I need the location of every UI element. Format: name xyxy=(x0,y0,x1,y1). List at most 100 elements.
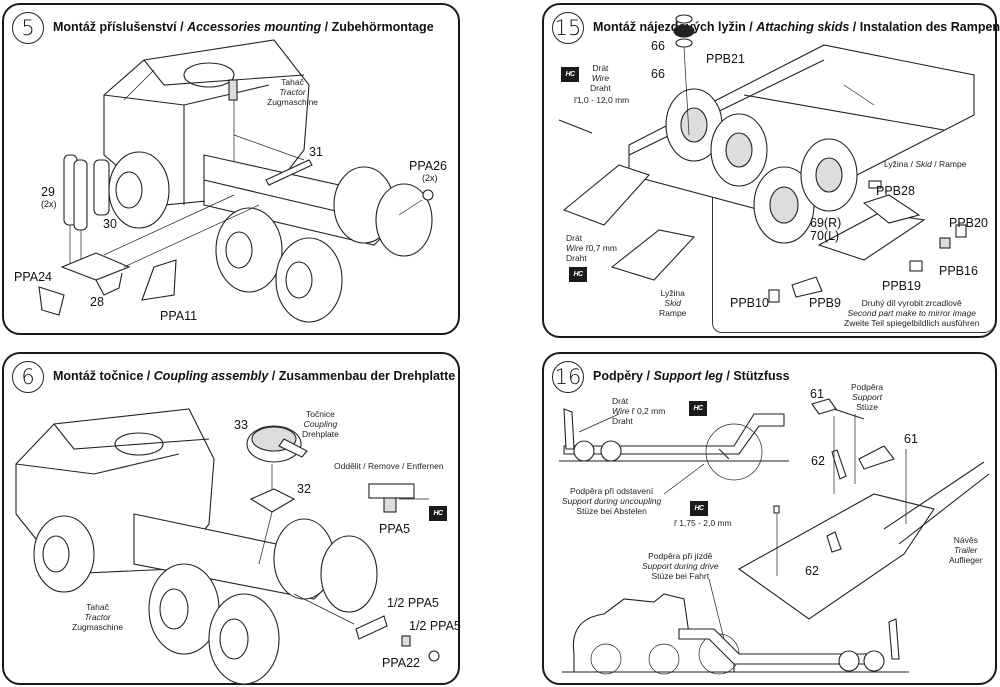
part-label: PPB16 xyxy=(939,264,978,278)
part-label: PPB28 xyxy=(876,184,915,198)
badge-text: HC xyxy=(693,405,703,412)
trailer-deck xyxy=(737,493,935,620)
sep: / xyxy=(143,369,154,383)
wheel xyxy=(208,593,280,685)
wheel xyxy=(863,650,885,672)
part-label: PPA22 xyxy=(382,656,420,670)
wire-size: ř0,7 mm xyxy=(585,243,617,253)
label-cz: Podpěra při odstavení xyxy=(570,486,654,496)
title-en: Support leg xyxy=(653,369,723,383)
label-de: Stüze xyxy=(856,402,878,412)
part-31 xyxy=(265,159,313,186)
part-61 xyxy=(811,398,837,415)
badge-text: HC xyxy=(573,271,583,278)
part-label: PPB9 xyxy=(809,296,841,310)
skid-ramp xyxy=(562,164,650,226)
note-en: Second part make to mirror image xyxy=(847,308,976,318)
part-28 xyxy=(60,252,131,281)
wheel xyxy=(108,151,170,229)
label-de: Draht xyxy=(590,83,611,93)
title-en: Accessories mounting xyxy=(187,20,322,34)
label-de: Zugmaschine xyxy=(267,97,319,107)
step-6-panel: 6 Montáž točnice / Coupling assembly / Z… xyxy=(2,352,461,685)
label-cz: Tahač xyxy=(86,602,109,612)
title-de: Zubehörmontage xyxy=(331,20,434,34)
label-cz: Podpěra při jízdě xyxy=(648,551,713,561)
sep: / xyxy=(745,20,757,34)
skid-detail-frame xyxy=(712,135,994,333)
part-half-ppa5 xyxy=(401,635,411,647)
title-cz: Montáž točnice xyxy=(53,369,144,383)
part-label: 66 xyxy=(651,39,665,53)
trailer-side xyxy=(563,413,785,455)
label-cz: Podpěra xyxy=(851,382,884,392)
part-label: PPB19 xyxy=(882,279,921,293)
label-cz: Lyžina xyxy=(660,288,685,298)
part-label: 29 xyxy=(41,185,55,199)
title-en: Attaching skids xyxy=(756,20,850,34)
step-number: 6 xyxy=(12,361,44,393)
tractor-label: Tahač Tractor Zugmaschine xyxy=(72,602,123,632)
wheel xyxy=(600,440,622,462)
step-number: 16 xyxy=(552,361,584,393)
label-cz: Točnice xyxy=(306,409,335,419)
part-label: 28 xyxy=(90,295,104,309)
label-de: Rampe xyxy=(939,159,967,169)
part-label: 61 xyxy=(904,432,918,446)
skid-header: Lyžina / Skid / Rampe xyxy=(884,159,966,169)
drive-label: Podpěra při jízdě Support during drive S… xyxy=(642,551,719,581)
mirror-note: Druhý díl vyrobit zrcadlově Second part … xyxy=(844,298,979,328)
label-cz: Tahač xyxy=(281,77,304,87)
sep: / xyxy=(931,159,939,169)
wire-size: ř1,0 - 12,0 mm xyxy=(574,95,630,105)
label-en: Tractor xyxy=(279,87,306,97)
wheel xyxy=(838,650,860,672)
label-en: Support xyxy=(852,392,882,402)
remove-label: Oddělit / Remove / Entfernen xyxy=(334,461,444,471)
label-de: Drehplate xyxy=(302,429,339,439)
sep: / xyxy=(321,20,332,34)
badge-text: HC xyxy=(565,71,575,78)
label-en: Skid xyxy=(664,298,681,308)
part-62 xyxy=(831,449,847,480)
trailer-skids-illustration xyxy=(558,14,975,303)
part-label: PPB20 xyxy=(949,216,988,230)
part-ppa22 xyxy=(428,650,440,662)
part-label: 1/2 PPA5 xyxy=(387,596,439,610)
label-de: Stüze bei Abstelen xyxy=(576,506,647,516)
part-label: 33 xyxy=(234,418,248,432)
part-label: 69(R) xyxy=(810,216,842,230)
uncoupling-label: Podpěra při odstavení Support during unc… xyxy=(562,486,661,516)
rod-size: ř 1,75 - 2,0 mm xyxy=(674,518,732,528)
sep: / xyxy=(908,159,916,169)
part-ppa11 xyxy=(141,259,177,301)
label-cz: Drát xyxy=(592,63,609,73)
label-de: Auflieger xyxy=(949,555,983,565)
step-title: Podpěry / Support leg / Stützfuss xyxy=(593,369,790,383)
title-de: Zusammenbau der Drehplatte xyxy=(278,369,456,383)
part-label: 62 xyxy=(811,454,825,468)
step-number: 5 xyxy=(12,12,44,44)
part-ppb20 xyxy=(955,224,967,238)
part-label: 1/2 PPA5 xyxy=(409,619,461,633)
part-half-ppa5 xyxy=(355,615,388,640)
step-16-panel: 16 Podpěry / Support leg / Stützfuss xyxy=(542,352,997,685)
label-cz: Drát xyxy=(566,233,583,243)
badge-text: HC xyxy=(694,505,704,512)
wheel xyxy=(215,207,283,293)
title-cz: Montáž příslušenství xyxy=(53,20,177,34)
wire-label-2: Drát Wire ř0,7 mm Draht xyxy=(566,233,617,263)
label-en: Trailer xyxy=(954,545,978,555)
part-label: PPA5 xyxy=(379,522,411,536)
part-69-70 xyxy=(817,212,926,261)
part-ppb10 xyxy=(768,289,780,303)
title-en: Coupling assembly xyxy=(153,369,269,383)
part-61 xyxy=(858,445,895,470)
sep: / xyxy=(643,369,654,383)
part-label: 31 xyxy=(309,145,323,159)
wire-label: Drát Wire Draht xyxy=(590,63,611,93)
coupling-label: Točnice Coupling Drehplate xyxy=(302,409,339,439)
part-label: 61 xyxy=(810,387,824,401)
label-en: Skid xyxy=(915,159,932,169)
part-label: PPB10 xyxy=(730,296,769,310)
